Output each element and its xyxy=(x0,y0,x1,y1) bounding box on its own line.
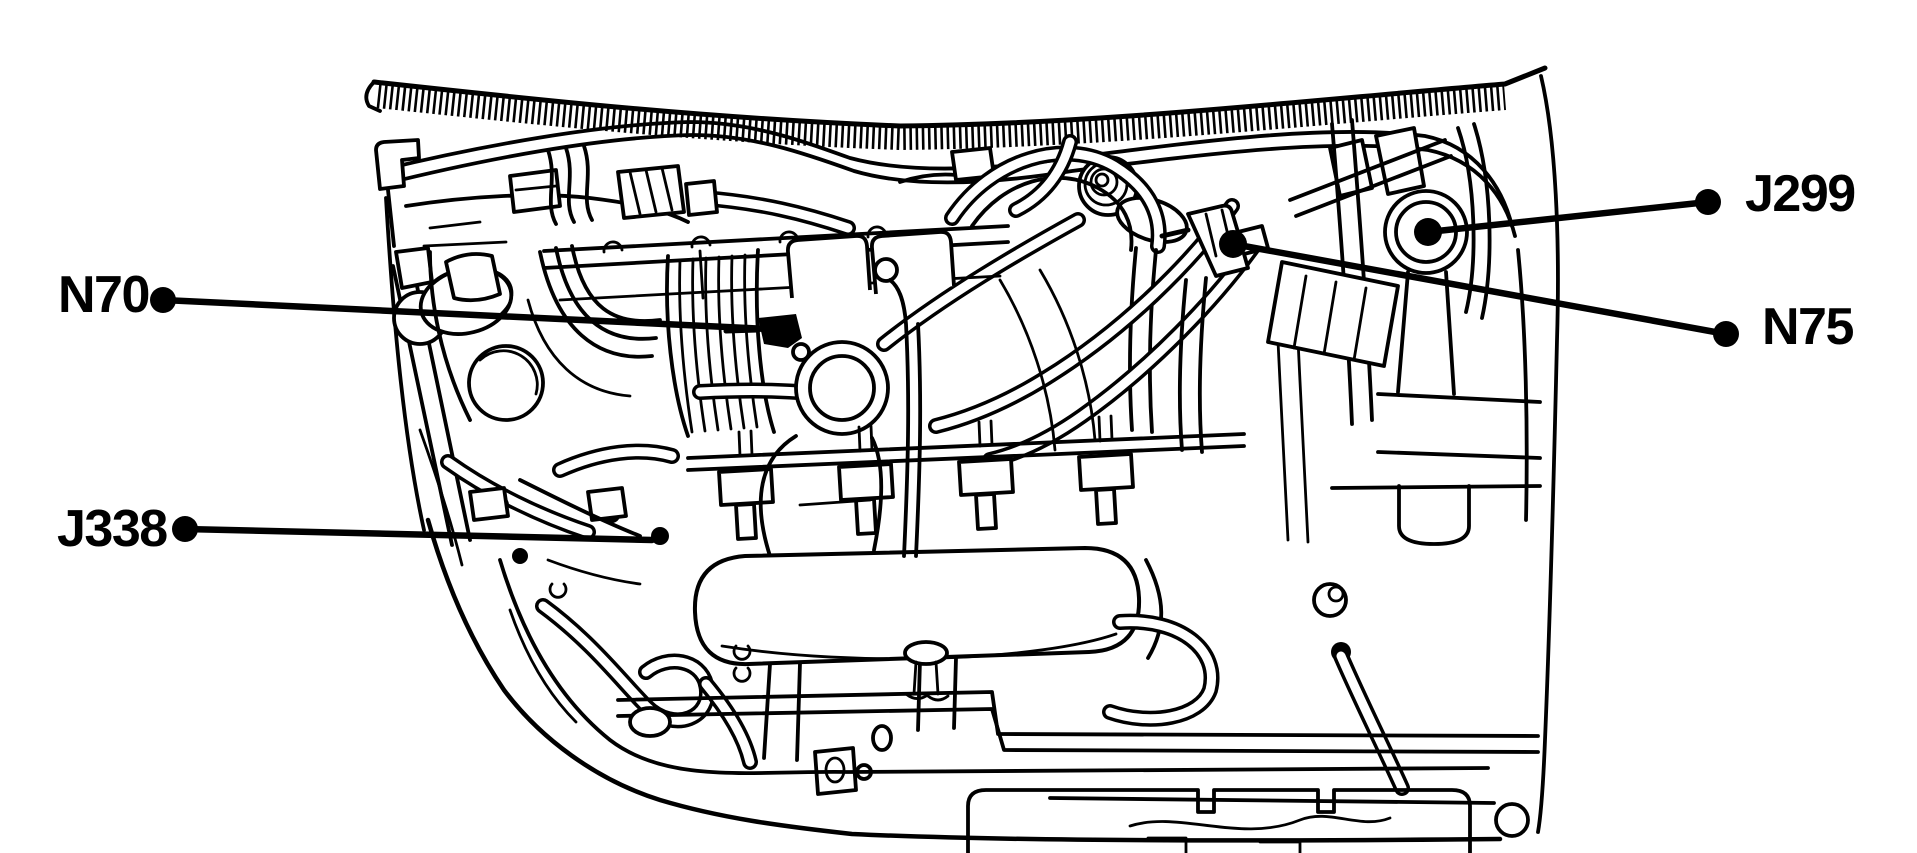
injector xyxy=(837,424,895,536)
license-recess xyxy=(966,788,1472,853)
ignition-coil-box xyxy=(616,146,996,220)
n70-label-dot xyxy=(150,287,176,313)
j338-leader-line xyxy=(181,525,656,544)
j299-label-dot xyxy=(1695,189,1721,215)
lower-hose xyxy=(535,598,758,770)
n70-label: N70 xyxy=(58,266,150,324)
j299-target-dot xyxy=(1414,218,1442,246)
n75-target-dot xyxy=(1219,230,1247,258)
injector xyxy=(957,419,1015,531)
coolant-hoses xyxy=(928,198,1266,468)
bumper-outline xyxy=(425,517,1530,843)
corrugated-duct xyxy=(665,248,806,438)
fuel-rail-injectors xyxy=(686,414,1246,541)
upper-hoses xyxy=(944,134,1167,434)
j338-label-dot xyxy=(172,516,198,542)
frame-rail xyxy=(1330,392,1542,546)
n75-label: N75 xyxy=(1762,298,1854,356)
injector xyxy=(1077,414,1135,526)
n70-leader-line xyxy=(159,296,772,333)
callout-layer xyxy=(150,189,1739,544)
j299-leader-line xyxy=(1424,198,1712,236)
air-cleaner xyxy=(392,250,596,540)
radiator-support xyxy=(616,640,1540,781)
dipstick xyxy=(873,257,923,558)
hood-latch-bracket xyxy=(374,138,421,248)
breather-cap xyxy=(1077,155,1189,244)
hose-clamps xyxy=(548,582,752,683)
lower-radiator-hose xyxy=(1102,613,1220,727)
valve-cover xyxy=(542,224,1010,302)
ignition-wire-loops xyxy=(526,244,680,478)
n75-label-dot xyxy=(1713,321,1739,347)
left-fittings xyxy=(468,478,669,586)
right-fender xyxy=(1266,74,1560,834)
cowl-grille-hatching xyxy=(364,65,1548,151)
j338-label: J338 xyxy=(57,500,168,558)
throttle-body xyxy=(791,340,890,436)
n75-leader-line xyxy=(1229,240,1730,338)
j299-label: J299 xyxy=(1745,165,1856,223)
intake-manifold xyxy=(692,434,1164,796)
injector xyxy=(717,429,775,541)
